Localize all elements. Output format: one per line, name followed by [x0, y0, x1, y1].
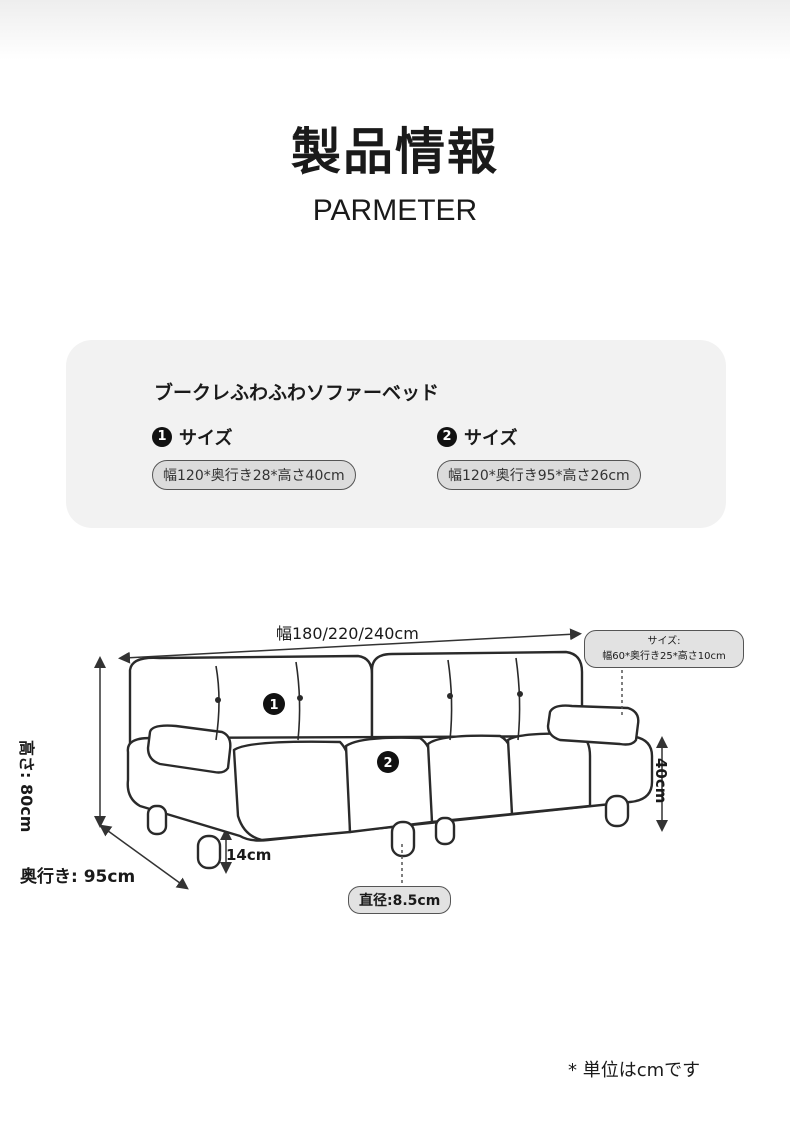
sofa-illustration: 1 2 — [94, 628, 668, 890]
size-spec-2: 2 サイズ 幅120*奥行き95*高さ26cm — [437, 424, 641, 490]
seat-height-label: 40cm — [652, 758, 670, 804]
size-spec-1: 1 サイズ 幅120*奥行き28*高さ40cm — [152, 424, 356, 490]
size-value-1: 幅120*奥行き28*高さ40cm — [152, 460, 356, 490]
page-subtitle: PARMETER — [312, 194, 478, 227]
seat-cushion-4 — [506, 732, 592, 816]
size-value-2: 幅120*奥行き95*高さ26cm — [437, 460, 641, 490]
leg-height-label: 14cm — [226, 846, 272, 864]
number-badge-1: 1 — [152, 427, 172, 447]
marker-2-label: 2 — [383, 756, 392, 771]
sofa-dimension-diagram: 1 2 幅180/220/240cm 高さ: 80cm 40cm 奥行き: 95… — [0, 600, 790, 920]
size-label-1: サイズ — [179, 428, 233, 449]
armrest-size-callout: サイズ: 幅60*奥行き25*高さ10cm — [584, 630, 744, 668]
top-shade — [0, 0, 790, 60]
depth-label: 奥行き: 95cm — [20, 867, 136, 887]
marker-1 — [263, 693, 285, 715]
leg-diameter-callout: 直径:8.5cm — [348, 886, 452, 914]
leg-back-left — [146, 804, 168, 836]
height-label: 高さ: 80cm — [17, 740, 36, 833]
width-arrow — [118, 628, 582, 664]
leg-front-right — [604, 794, 630, 828]
armrest-left — [146, 724, 232, 774]
product-info-card: ブークレふわふわソファーベッド 1 サイズ 幅120*奥行き28*高さ40cm … — [66, 340, 726, 528]
product-name: ブークレふわふわソファーベッド — [154, 382, 440, 404]
backrest-right — [370, 650, 584, 742]
leg-front-left — [196, 834, 222, 870]
page-title: 製品情報 — [291, 123, 499, 181]
armrest-size-title: サイズ: — [647, 636, 681, 647]
depth-arrow — [99, 824, 189, 890]
leg-front-middle — [390, 820, 416, 858]
unit-footnote: * 単位はcmです — [568, 1060, 701, 1081]
width-label: 幅180/220/240cm — [276, 624, 419, 643]
marker-2 — [377, 751, 399, 773]
seat-cushion-3 — [426, 734, 514, 824]
size-label-2: サイズ — [464, 428, 518, 449]
armrest-right — [546, 704, 640, 746]
leg-back-middle — [434, 816, 456, 846]
number-badge-2: 2 — [437, 427, 457, 447]
armrest-size-value: 幅60*奥行き25*高さ10cm — [602, 651, 726, 662]
marker-1-label: 1 — [269, 698, 278, 713]
seat-cushion-1 — [232, 740, 352, 842]
